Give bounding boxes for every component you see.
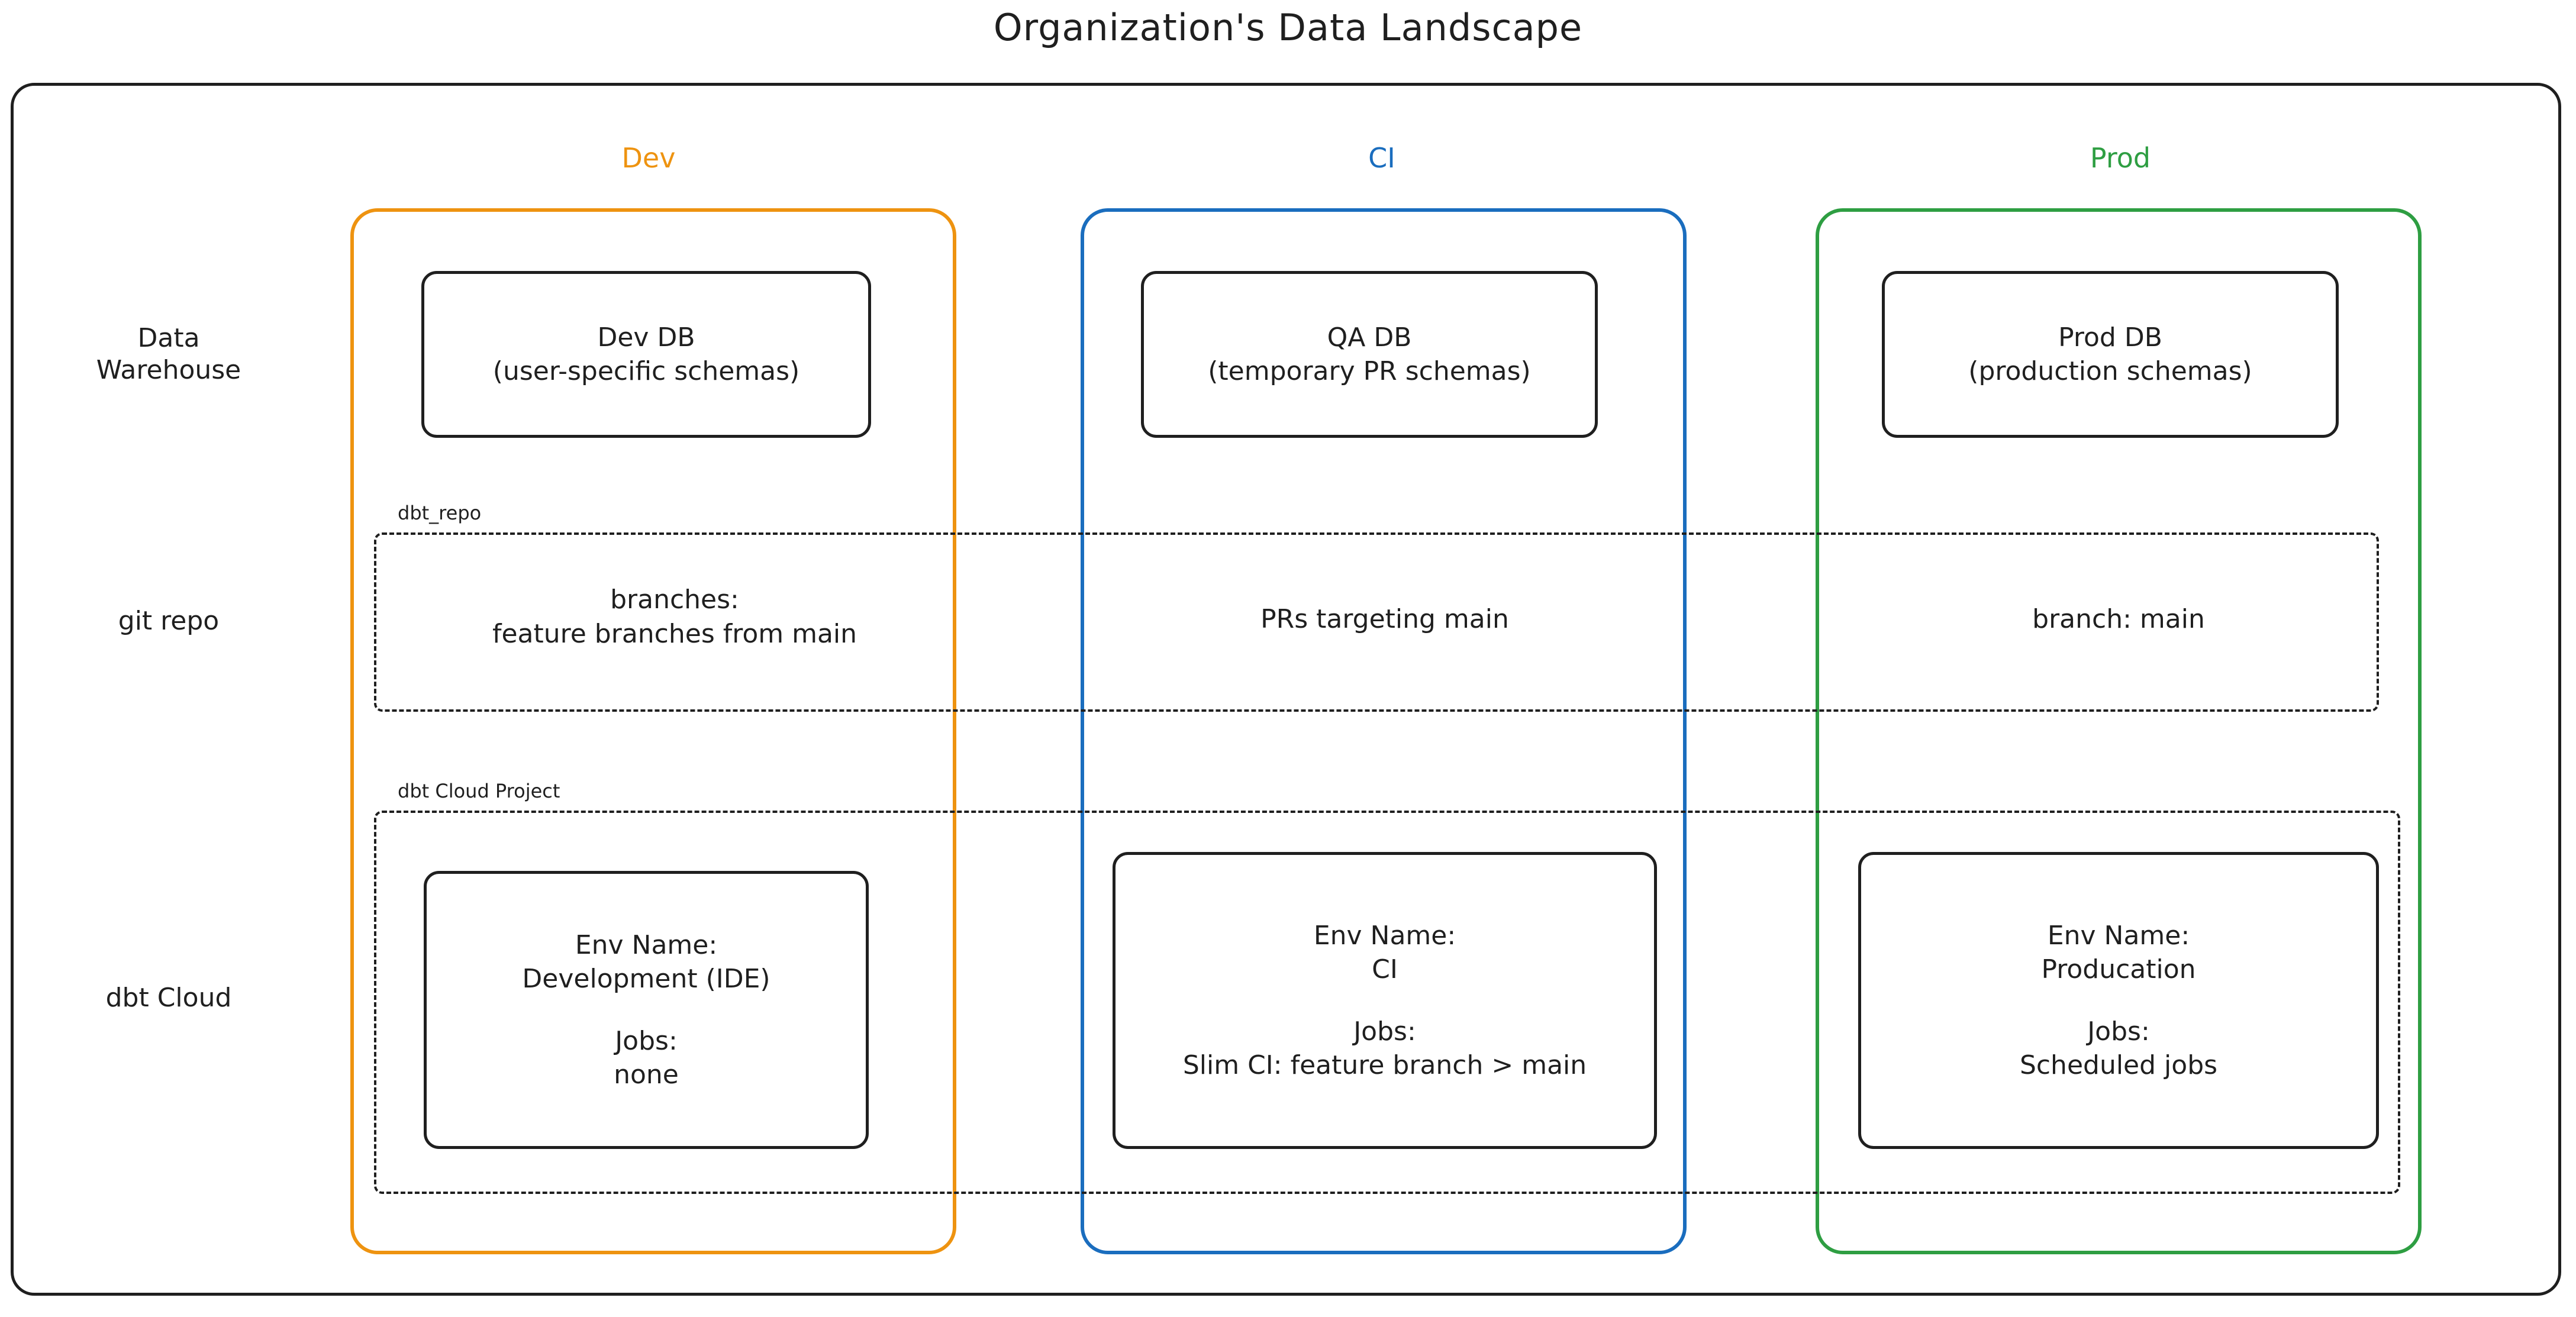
row-label-line-2: Warehouse [96,354,241,385]
page-title: Organization's Data Landscape [993,6,1583,49]
node-dbt-cloud-ci-env-value: CI [1372,954,1398,984]
node-dev-db: Dev DB (user-specific schemas) [421,271,871,438]
row-label-git-repo: git repo [36,605,302,637]
node-dbt-cloud-ci-env-label: Env Name: [1313,920,1456,951]
node-prod-db-line-2: (production schemas) [1968,356,2252,386]
git-repo-ci-text: PRs targeting main [1083,602,1687,637]
node-prod-db-line-1: Prod DB [2058,322,2162,353]
column-header-ci: CI [1368,142,1395,174]
node-dev-db-line-2: (user-specific schemas) [492,356,800,386]
group-dbt-cloud-project-label: dbt Cloud Project [393,780,565,802]
group-dbt-repo [374,532,2379,712]
git-repo-dev-line-2: feature branches from main [492,619,857,650]
row-label-line-1: dbt Cloud [105,983,232,1013]
node-dbt-cloud-ci: Env Name: CI Jobs: Slim CI: feature bran… [1113,852,1657,1149]
git-repo-prod-text: branch: main [1817,602,2420,637]
column-container-ci [1081,208,1687,1254]
row-label-line-1: Data [137,323,200,353]
node-dbt-cloud-ci-jobs-label: Jobs: [1353,1016,1416,1047]
node-dbt-cloud-dev-jobs-value: none [614,1060,679,1090]
git-repo-dev-text: branches: feature branches from main [379,583,971,651]
column-header-dev: Dev [621,142,676,174]
node-dbt-cloud-ci-jobs-value: Slim CI: feature branch > main [1182,1050,1587,1081]
column-container-dev [350,208,956,1254]
node-dbt-cloud-prod-jobs-label: Jobs: [2087,1016,2150,1047]
node-dev-db-line-1: Dev DB [597,322,695,353]
group-dbt-cloud-project [374,811,2400,1194]
node-dbt-cloud-dev-jobs-label: Jobs: [615,1026,678,1056]
column-container-prod [1816,208,2422,1254]
node-dbt-cloud-prod-env-value: Producation [2041,954,2196,984]
node-prod-db: Prod DB (production schemas) [1882,271,2339,438]
node-qa-db-line-2: (temporary PR schemas) [1208,356,1531,386]
node-qa-db: QA DB (temporary PR schemas) [1141,271,1598,438]
row-label-dbt-cloud: dbt Cloud [36,982,302,1014]
row-label-line-1: git repo [118,606,220,636]
row-label-data-warehouse: Data Warehouse [36,322,302,386]
node-qa-db-line-1: QA DB [1327,322,1412,353]
node-dbt-cloud-prod-jobs-value: Scheduled jobs [2019,1050,2218,1081]
node-dbt-cloud-prod: Env Name: Producation Jobs: Scheduled jo… [1858,852,2379,1149]
outer-frame [11,83,2561,1296]
node-dbt-cloud-dev-env-value: Development (IDE) [522,963,770,994]
git-repo-prod-line-1: branch: main [2032,604,2205,634]
node-dbt-cloud-dev-env-label: Env Name: [575,929,718,960]
node-dbt-cloud-prod-env-label: Env Name: [2047,920,2190,951]
git-repo-ci-line-1: PRs targeting main [1260,604,1509,634]
group-dbt-repo-label: dbt_repo [393,502,486,524]
node-dbt-cloud-dev: Env Name: Development (IDE) Jobs: none [424,871,869,1149]
column-header-prod: Prod [2090,142,2151,174]
git-repo-dev-line-1: branches: [610,585,739,615]
